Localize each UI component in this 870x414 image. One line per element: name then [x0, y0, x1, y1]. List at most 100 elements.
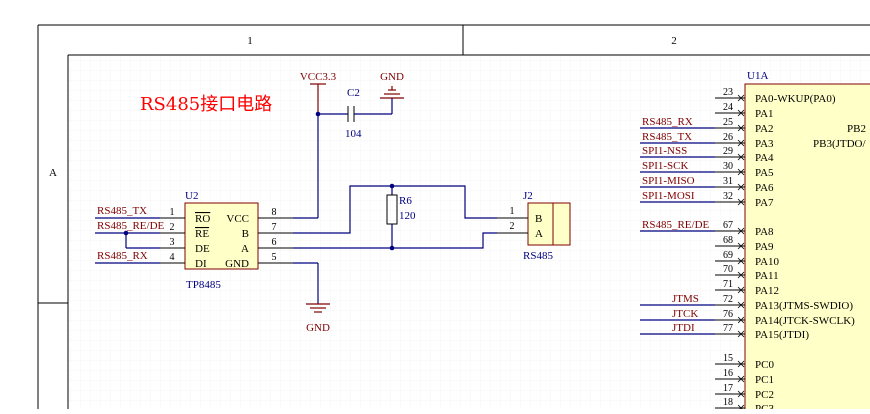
u1-net-label: SPI1-MOSI [642, 190, 695, 202]
gnd-top-label: GND [380, 71, 404, 83]
vcc-label: VCC3.3 [300, 71, 337, 83]
u1-pin-num: 71 [723, 279, 733, 290]
j2-pin1-num: 1 [510, 206, 515, 217]
u1-pin-name: PA8 [755, 226, 774, 238]
j2-pin2-name: A [535, 228, 543, 240]
u1-pin-num: 77 [723, 323, 733, 334]
u1-pin-name: PA2 [755, 123, 774, 135]
u1-pin-num: 29 [723, 146, 733, 157]
u1-pin-num: 15 [723, 353, 733, 364]
j2-designator: J2 [523, 190, 533, 202]
circuit-title: RS485接口电路 [140, 94, 272, 115]
u2-left-pins: 1 2 3 4 RO RE DE DI [160, 207, 210, 270]
u1-net-label: JTDI [672, 322, 695, 334]
u1-pin-arrow [737, 301, 745, 309]
u1-pin-name: PC0 [755, 359, 774, 371]
j2-part: RS485 [523, 250, 553, 262]
u1-pin-num: 30 [723, 161, 733, 172]
u1-pin-name: PA7 [755, 197, 774, 209]
u1-pin-name: PA12 [755, 285, 779, 297]
zone-label-1: 1 [247, 35, 253, 47]
u1-pin-num: 72 [723, 294, 733, 305]
u1-pin-name: PA0-WKUP(PA0) [755, 93, 836, 105]
u1-pin-num: 17 [723, 383, 733, 394]
u1-pin-name: PC2 [755, 389, 774, 401]
u1-net-label: RS485_TX [642, 131, 692, 143]
u1-pin-arrow [737, 198, 745, 206]
u1-net-label: SPI1-SCK [642, 160, 689, 172]
u1-pin-num: 32 [723, 191, 733, 202]
u1-pin-arrow [737, 153, 745, 161]
u1-pin-arrow [737, 124, 745, 132]
wire-a [293, 232, 497, 249]
u1-net-label: SPI1-MISO [642, 175, 695, 187]
gnd-bottom-label: GND [306, 322, 330, 334]
u2-pin7-num: 7 [272, 222, 277, 233]
junction-re-de [123, 230, 129, 236]
j2-pin1-name: B [535, 213, 542, 225]
u1-pin-name: PA15(JTDI) [755, 329, 809, 341]
u1-net-label: JTCK [672, 308, 698, 320]
u1-pin-arrow [737, 257, 745, 265]
u1-pin-num: 24 [723, 102, 733, 113]
u1-pin-num: 69 [723, 250, 733, 261]
u1-pin-name: PA9 [755, 241, 774, 253]
u1-body [744, 83, 870, 414]
u1-pin-num: 67 [723, 220, 733, 231]
u1-pin-name: PC3 [755, 403, 774, 409]
r6-body [386, 194, 398, 225]
u1-pin-num: 23 [723, 87, 733, 98]
u1-pin-name: PA3 [755, 138, 774, 150]
u1-pin-arrow [737, 109, 745, 117]
u2-pin8-num: 8 [272, 207, 277, 218]
u2-pin7-name: B [242, 228, 249, 240]
u1-pin-arrow [737, 286, 745, 294]
u1-pin-arrow [737, 375, 745, 383]
u2-pin3-num: 3 [170, 237, 175, 248]
u1-pin-arrow [737, 242, 745, 250]
zone-label-a: A [49, 167, 57, 179]
j2-pin2-num: 2 [510, 221, 515, 232]
u1-pin-num: 25 [723, 117, 733, 128]
net-rs485-tx-u2: RS485_TX [97, 205, 147, 217]
u1-pin-arrow [737, 94, 745, 102]
u1-right-pb3: PB3(JTDO/ [813, 138, 867, 150]
u1-pin-num: 18 [723, 397, 733, 408]
u1-pin-num: 70 [723, 264, 733, 275]
r6-value: 120 [399, 210, 416, 222]
u1-pin-arrow [737, 139, 745, 147]
u1-pin-arrow [737, 227, 745, 235]
u1-designator: U1A [747, 70, 768, 82]
u2-pin2-name: RE [195, 228, 209, 240]
u1-pin-arrow [737, 316, 745, 324]
u1-pin-num: 16 [723, 368, 733, 379]
u1-pin-arrow [737, 168, 745, 176]
zone-label-2: 2 [671, 35, 677, 47]
u1-pin-num: 31 [723, 176, 733, 187]
u2-pin6-num: 6 [272, 237, 277, 248]
u1-pin-num: 68 [723, 235, 733, 246]
u2-pin1-num: 1 [170, 207, 175, 218]
u2-pin5-name: GND [225, 258, 249, 270]
u2-body [184, 202, 259, 270]
c2-designator: C2 [347, 87, 360, 99]
r6-designator: R6 [399, 195, 412, 207]
u2-pin3-name: DE [195, 243, 210, 255]
u1-pin-name: PA14(JTCK-SWCLK) [755, 315, 855, 327]
u2-pin8-name: VCC [226, 213, 249, 225]
u1-pin-name: PA1 [755, 108, 774, 120]
u1-net-label: RS485_RX [642, 116, 693, 128]
u2-pin5-num: 5 [272, 252, 277, 263]
u1-pin-arrow [737, 390, 745, 398]
u1-right-pb2: PB2 [847, 123, 866, 135]
u2-right-pins: 8 7 6 5 VCC B A GND [225, 207, 293, 270]
u1-pin-name: PA6 [755, 182, 774, 194]
u1-pin-name: PA4 [755, 152, 774, 164]
u1-pin-num: 76 [723, 309, 733, 320]
u1-pin-num: 26 [723, 132, 733, 143]
u2-part: TP8485 [186, 279, 221, 291]
u2-pin1-name: RO [195, 213, 210, 225]
